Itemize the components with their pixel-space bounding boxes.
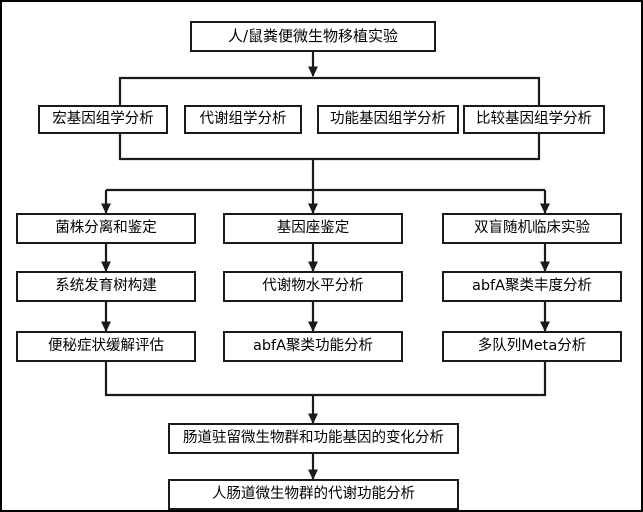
node-label: 基因座鉴定 bbox=[276, 220, 350, 237]
node-label: 代谢物水平分析 bbox=[262, 278, 364, 295]
node-locus-identification[interactable]: 基因座鉴定 bbox=[223, 213, 403, 244]
node-abfa-cluster-abundance-analysis[interactable]: abfA聚类丰度分析 bbox=[442, 271, 622, 302]
node-label: 宏基因组学分析 bbox=[52, 111, 154, 128]
node-label: 多队列Meta分析 bbox=[477, 338, 587, 355]
node-label: 双盲随机临床实验 bbox=[474, 220, 590, 237]
node-label: 人肠道微生物群的代谢功能分析 bbox=[212, 486, 415, 503]
node-label: abfA聚类丰度分析 bbox=[471, 278, 593, 295]
node-label: 人/鼠粪便微生物移植实验 bbox=[227, 27, 399, 45]
node-gut-resident-microbiota-gene-change-analysis[interactable]: 肠道驻留微生物群和功能基因的变化分析 bbox=[168, 423, 459, 454]
node-functional-genomic-analysis[interactable]: 功能基因组学分析 bbox=[317, 105, 459, 134]
node-label: 代谢组学分析 bbox=[199, 111, 287, 128]
node-metabolomic-analysis[interactable]: 代谢组学分析 bbox=[184, 105, 302, 134]
node-label: 系统发育树构建 bbox=[55, 278, 157, 295]
node-phylogenetic-tree-construction[interactable]: 系统发育树构建 bbox=[16, 271, 196, 302]
node-label: 肠道驻留微生物群和功能基因的变化分析 bbox=[183, 430, 444, 447]
wire-converge-bracket bbox=[104, 362, 547, 397]
node-label: 功能基因组学分析 bbox=[330, 111, 446, 128]
node-multi-cohort-meta-analysis[interactable]: 多队列Meta分析 bbox=[442, 331, 622, 362]
node-label: 便秘症状缓解评估 bbox=[48, 338, 164, 355]
node-strain-isolation-identification[interactable]: 菌株分离和鉴定 bbox=[16, 213, 196, 244]
node-metagenomic-analysis[interactable]: 宏基因组学分析 bbox=[38, 105, 168, 134]
node-label: 比较基因组学分析 bbox=[476, 111, 592, 128]
node-human-gut-microbiota-metabolic-function-analysis[interactable]: 人肠道微生物群的代谢功能分析 bbox=[168, 479, 459, 510]
node-comparative-genomic-analysis[interactable]: 比较基因组学分析 bbox=[463, 105, 605, 134]
node-label: 菌株分离和鉴定 bbox=[55, 220, 157, 237]
node-constipation-relief-assessment[interactable]: 便秘症状缓解评估 bbox=[16, 331, 196, 362]
node-fmt-experiment[interactable]: 人/鼠粪便微生物移植实验 bbox=[190, 21, 436, 52]
node-label: abfA聚类功能分析 bbox=[252, 338, 374, 355]
node-metabolite-level-analysis[interactable]: 代谢物水平分析 bbox=[223, 271, 403, 302]
node-abfa-cluster-function-analysis[interactable]: abfA聚类功能分析 bbox=[223, 331, 403, 362]
node-double-blind-randomized-trial[interactable]: 双盲随机临床实验 bbox=[442, 213, 622, 244]
